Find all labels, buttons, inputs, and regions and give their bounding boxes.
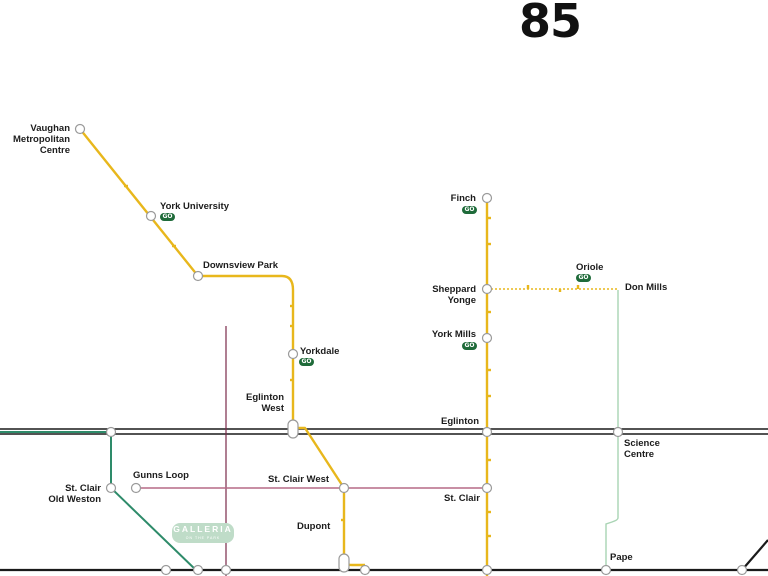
station-yorkdale[interactable]	[287, 348, 299, 360]
go-badge-york-mills: GO	[462, 342, 477, 350]
station-sheppard-yonge[interactable]	[481, 283, 493, 295]
pape-route	[605, 290, 619, 570]
label-finch: Finch	[450, 193, 476, 204]
station-bottom-2[interactable]	[192, 564, 204, 576]
label-pape: Pape	[610, 552, 633, 563]
go-badge-york-university: GO	[160, 213, 175, 221]
label-york-mills: York Mills	[431, 329, 476, 340]
station-downsview-park[interactable]	[192, 270, 204, 282]
green-route-diagonal	[110, 432, 199, 573]
line-2-east-branch	[741, 539, 768, 571]
label-oriole: Oriole	[576, 262, 604, 273]
line-ticks	[124, 184, 580, 538]
map-title: 85	[518, 0, 582, 48]
line-5-eglinton	[0, 428, 768, 435]
station-pape[interactable]	[600, 564, 612, 576]
station-st-clair-west[interactable]	[338, 482, 350, 494]
station-bottom-6[interactable]	[736, 564, 748, 576]
station-st-clair-old-weston[interactable]	[105, 426, 117, 438]
label-yorkdale: Yorkdale	[300, 346, 340, 357]
station-finch[interactable]	[481, 192, 493, 204]
label-vaughan: Vaughan Metropolitan Centre	[13, 123, 70, 156]
label-don-mills: Don Mills	[625, 282, 668, 293]
station-dupont[interactable]	[338, 553, 350, 573]
station-eglinton[interactable]	[481, 426, 493, 438]
station-markers	[74, 123, 748, 576]
label-gunns-loop: Gunns Loop	[133, 470, 189, 481]
station-bottom-5[interactable]	[481, 564, 493, 576]
station-science-centre[interactable]	[612, 426, 624, 438]
label-st-clair: St. Clair	[444, 493, 480, 504]
station-bottom-1[interactable]	[160, 564, 172, 576]
label-st-clair-west: St. Clair West	[268, 474, 330, 485]
go-badge-oriole: GO	[576, 274, 591, 282]
station-st-clair-old-weston-lower[interactable]	[105, 482, 117, 494]
station-bottom-3[interactable]	[220, 564, 232, 576]
galleria-name: GALLERIA	[173, 524, 233, 534]
galleria-landmark-badge: GALLERIA ON THE PARK	[172, 523, 234, 543]
station-st-clair[interactable]	[481, 482, 493, 494]
label-st-clair-old-weston: St. Clair Old Weston	[48, 483, 101, 505]
label-sheppard-yonge: Sheppard Yonge	[432, 284, 476, 306]
label-eglinton: Eglinton	[441, 416, 479, 427]
label-science-centre: Science Centre	[624, 438, 660, 460]
galleria-tagline: ON THE PARK	[185, 536, 221, 540]
label-york-university: York University	[160, 201, 229, 212]
station-bottom-4[interactable]	[359, 564, 371, 576]
station-vaughan[interactable]	[74, 123, 86, 135]
station-york-university[interactable]	[145, 210, 157, 222]
go-badge-finch: GO	[462, 206, 477, 214]
go-badge-yorkdale: GO	[299, 358, 314, 366]
label-downsview-park: Downsview Park	[203, 260, 278, 271]
station-eglinton-west[interactable]	[287, 419, 299, 439]
label-dupont: Dupont	[297, 521, 331, 532]
label-eglinton-west: Eglinton West	[246, 392, 284, 414]
station-york-mills[interactable]	[481, 332, 493, 344]
station-gunns-loop[interactable]	[130, 482, 142, 494]
